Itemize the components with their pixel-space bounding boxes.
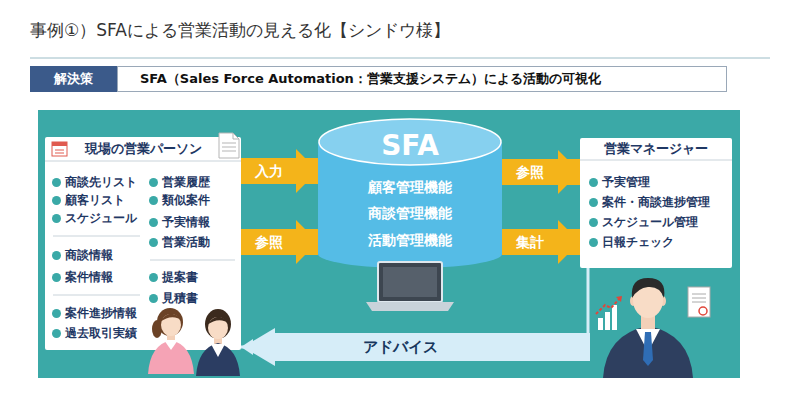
arrow-label: 参照: [199, 232, 339, 252]
arrow-label: 参照: [460, 162, 600, 182]
bullet-dot: [52, 309, 61, 318]
bullet-dot: [52, 178, 61, 187]
solution-text: SFA（Sales Force Automation：営業支援システム）による活…: [140, 67, 720, 91]
list-item: 商談情報: [65, 247, 145, 263]
bullet-dot: [149, 273, 158, 282]
bullet-dot: [149, 238, 158, 247]
manager-panel: 営業マネージャー予実管理案件・商談進捗管理スケジュール管理日報チェック: [580, 138, 732, 268]
solution-box: SFA（Sales Force Automation：営業支援システム）による活…: [117, 66, 727, 92]
function-label: 活動管理機能: [318, 230, 502, 250]
document-icon: [219, 133, 239, 158]
bullet-dot: [149, 196, 158, 205]
block-arrow: [241, 158, 318, 184]
bullet-dot: [149, 294, 158, 303]
list-item: 商談先リスト: [65, 174, 145, 190]
solution-tag: 解決策: [30, 66, 117, 92]
function-label: 商談管理機能: [318, 203, 502, 223]
arrow-label: 入力: [199, 161, 339, 181]
separator-lines: [45, 160, 732, 295]
list-item: 類似案件: [162, 192, 238, 208]
list-item: 提案書: [162, 269, 238, 285]
list-item: 予実情報: [162, 214, 238, 230]
block-arrow: [502, 159, 580, 185]
bullet-dot: [589, 198, 598, 207]
panel-heading: 現場の営業パーソン: [45, 137, 241, 161]
bullet-dot: [589, 218, 598, 227]
bullet-dot: [589, 178, 598, 187]
arrow-label: アドバイス: [330, 337, 470, 357]
report-icon: [688, 287, 710, 317]
cylinder-shape: [318, 118, 502, 268]
cylinder-top: [319, 119, 501, 165]
teal-panel: [38, 110, 740, 378]
manager-figure: [603, 278, 693, 378]
laptop-icon: [366, 262, 454, 311]
sales-person-panel: 現場の営業パーソン商談先リスト顧客リストスケジュール商談情報案件情報案件進捗情報…: [45, 137, 241, 350]
bullet-dot: [52, 273, 61, 282]
saleswoman-navy: [196, 309, 240, 376]
list-item: 案件進捗情報: [65, 305, 145, 321]
list-item: 営業履歴: [162, 174, 238, 190]
database-title: SFA: [318, 130, 502, 162]
arrow-label: 集計: [460, 232, 600, 252]
block-arrow: [502, 229, 580, 255]
saleswoman-pink: [148, 308, 194, 374]
bullet-dot: [52, 251, 61, 260]
cylinder-body: [318, 142, 502, 268]
chart-icon: [596, 296, 622, 330]
title-rule: [30, 58, 770, 59]
list-item: 過去取引実績: [65, 325, 145, 341]
bullet-dot: [52, 196, 61, 205]
list-item: 日報チェック: [602, 234, 730, 250]
advice-block-arrow: [243, 328, 590, 366]
list-item: スケジュール: [65, 210, 145, 226]
bullet-dot: [149, 218, 158, 227]
bullet-dot: [589, 238, 598, 247]
calendar-icon: [52, 142, 67, 156]
page-title: 事例①）SFAによる営業活動の見える化【シンドウ様】: [30, 19, 450, 41]
database-cylinder: SFA 顧客管理機能商談管理機能活動管理機能: [318, 118, 502, 268]
bullet-dot: [149, 178, 158, 187]
function-label: 顧客管理機能: [318, 177, 502, 197]
list-item: 予実管理: [602, 174, 730, 190]
list-item: 顧客リスト: [65, 192, 145, 208]
list-item: 営業活動: [162, 234, 238, 250]
advice-connector: [241, 268, 588, 347]
bullet-dot: [52, 214, 61, 223]
list-item: スケジュール管理: [602, 214, 730, 230]
block-arrow: [241, 229, 318, 255]
tag-label: 解決策: [30, 66, 117, 92]
bullet-dot: [52, 329, 61, 338]
list-item: 案件情報: [65, 269, 145, 285]
panel-heading: 営業マネージャー: [580, 138, 732, 160]
list-item: 見積書: [162, 290, 238, 306]
list-item: 案件・商談進捗管理: [602, 194, 730, 210]
